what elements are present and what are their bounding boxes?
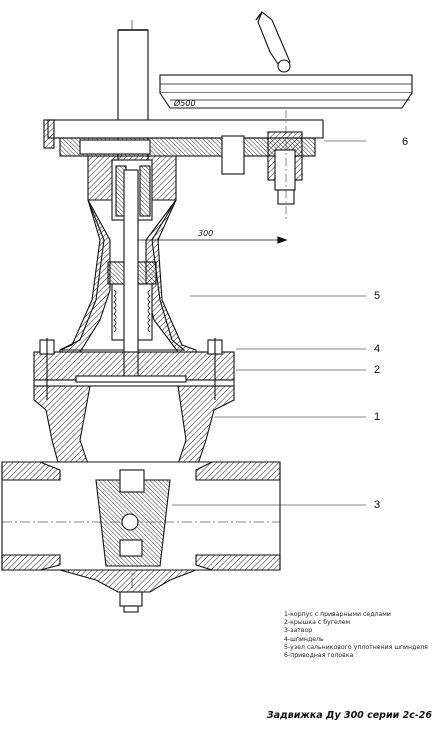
callout-4: 4	[374, 343, 381, 355]
legend-item: 1-корпус с приварными седлами	[284, 611, 391, 618]
callout-2: 2	[374, 364, 381, 376]
callout-3: 3	[374, 499, 381, 511]
lever-length-label: 300	[198, 229, 214, 238]
legend-item: 2-крышка с бугелем	[284, 619, 351, 627]
callout-1: 1	[374, 411, 381, 423]
callout-5: 5	[374, 290, 381, 302]
legend-item: 3-затвор	[284, 627, 313, 635]
figure-caption: Задвижка Ду 300 серии 2с-26	[266, 710, 432, 721]
callout-6: 6	[402, 136, 409, 148]
legend-item: 5-узел сальникового уплотнения шпинделя	[284, 643, 428, 651]
parts-legend: 1-корпус с приварными седлами 2-крышка с…	[284, 611, 428, 660]
handwheel-diameter-label: Ø500	[174, 99, 196, 108]
legend-item: 4-шпиндель	[284, 635, 324, 643]
legend-item: 6-приводная головка	[284, 652, 354, 660]
